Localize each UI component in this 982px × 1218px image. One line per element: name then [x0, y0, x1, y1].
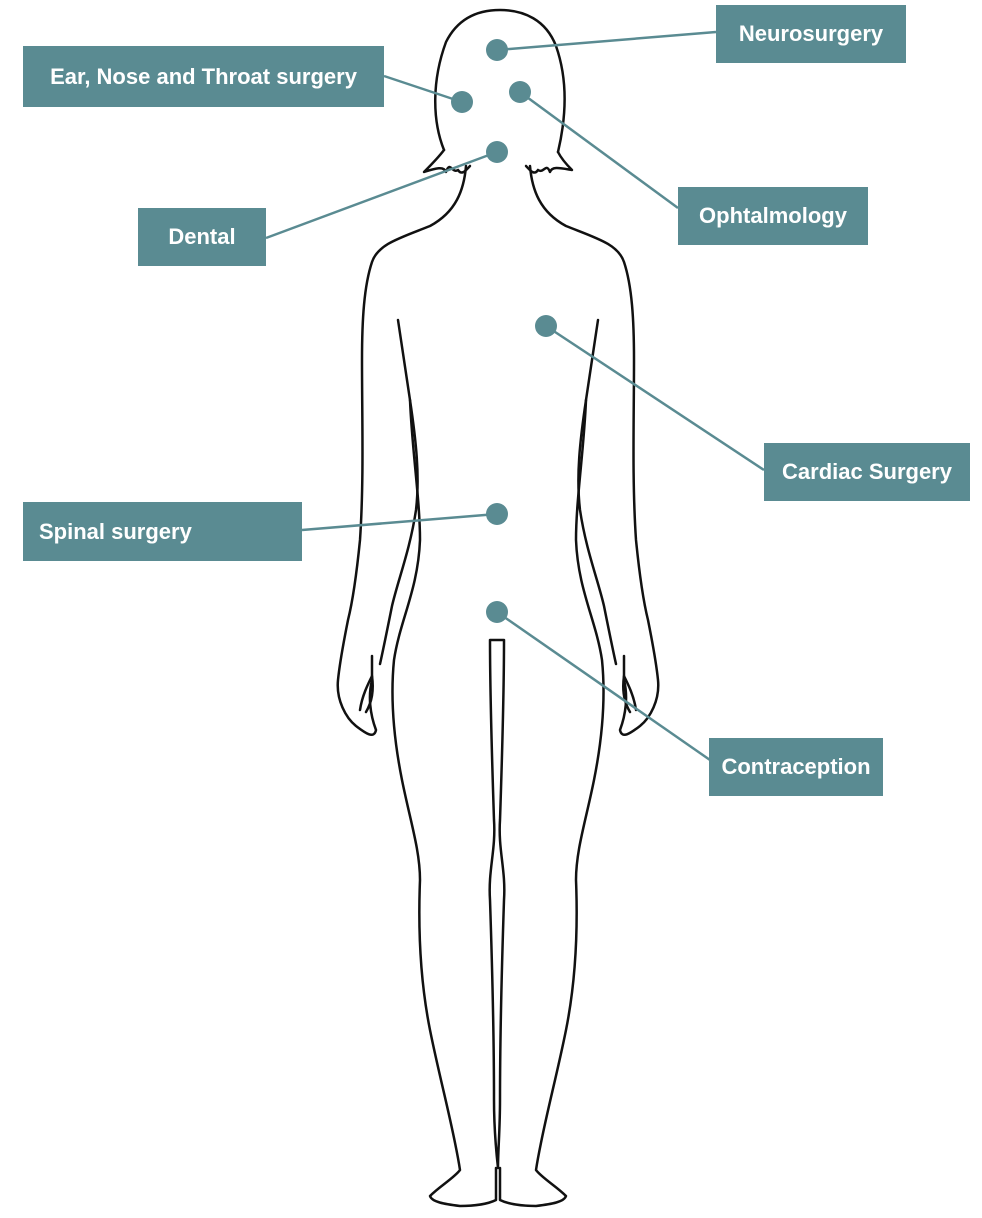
marker-ent[interactable]	[451, 91, 473, 113]
label-neurosurgery[interactable]: Neurosurgery	[716, 5, 906, 63]
marker-cardiac[interactable]	[535, 315, 557, 337]
left-side-outline	[338, 166, 466, 735]
connector-dental	[266, 152, 497, 238]
marker-contraception[interactable]	[486, 601, 508, 623]
marker-neurosurgery[interactable]	[486, 39, 508, 61]
connector-ent	[384, 76, 462, 102]
label-contraception-text: Contraception	[721, 754, 870, 780]
right-leg-outer	[500, 400, 604, 1206]
connector-contraception	[497, 612, 710, 760]
label-cardiac[interactable]: Cardiac Surgery	[764, 443, 970, 501]
label-dental-text: Dental	[168, 224, 235, 250]
head-outline	[435, 10, 564, 152]
connector-spinal	[302, 514, 497, 530]
markers	[451, 39, 557, 623]
hair-right	[526, 152, 572, 173]
connector-neurosurgery	[497, 32, 716, 50]
label-ophthalmology[interactable]: Ophtalmology	[678, 187, 868, 245]
label-neurosurgery-text: Neurosurgery	[739, 21, 883, 47]
connector-lines	[266, 32, 764, 760]
left-inner-arm	[380, 320, 418, 664]
marker-ophthalmology[interactable]	[509, 81, 531, 103]
label-spinal[interactable]: Spinal surgery	[23, 502, 302, 561]
label-ent[interactable]: Ear, Nose and Throat surgery	[23, 46, 384, 107]
marker-dental[interactable]	[486, 141, 508, 163]
marker-spinal[interactable]	[486, 503, 508, 525]
label-ent-text: Ear, Nose and Throat surgery	[50, 64, 357, 90]
inner-leg-gap	[490, 640, 505, 1168]
label-contraception[interactable]: Contraception	[709, 738, 883, 796]
right-inner-arm	[578, 320, 616, 664]
label-spinal-text: Spinal surgery	[39, 519, 192, 545]
label-dental[interactable]: Dental	[138, 208, 266, 266]
label-cardiac-text: Cardiac Surgery	[782, 459, 952, 485]
label-ophthalmology-text: Ophtalmology	[699, 203, 847, 229]
connector-ophthalmology	[520, 92, 678, 208]
hair-left	[424, 150, 470, 173]
